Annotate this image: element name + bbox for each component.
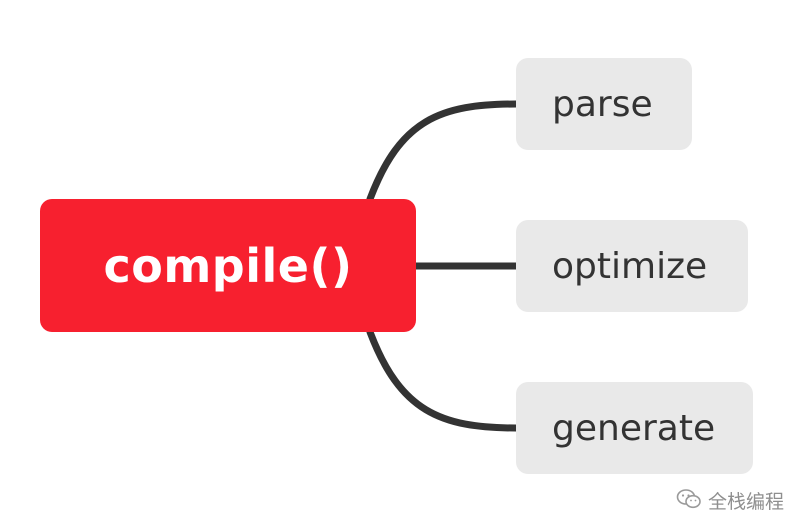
wechat-icon — [676, 488, 702, 514]
child-node-label: optimize — [552, 245, 708, 287]
child-node-parse: parse — [516, 58, 692, 150]
child-node-optimize: optimize — [516, 220, 748, 312]
root-node-label: compile() — [103, 238, 353, 293]
connector-generate — [366, 328, 520, 432]
connector-parse — [366, 100, 520, 203]
child-node-generate: generate — [516, 382, 753, 474]
child-node-label: parse — [552, 83, 653, 125]
watermark: 全栈编程 — [676, 487, 784, 514]
root-node-compile: compile() — [40, 199, 416, 332]
watermark-text: 全栈编程 — [707, 491, 784, 513]
child-node-label: generate — [552, 407, 716, 449]
